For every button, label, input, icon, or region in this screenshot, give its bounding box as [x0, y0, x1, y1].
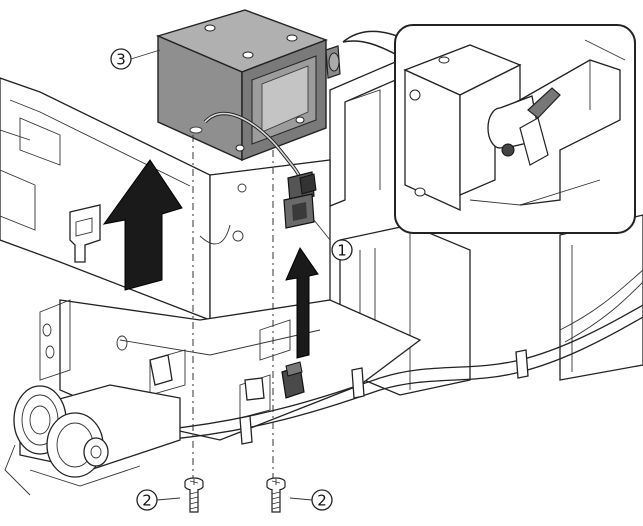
wire-harness — [159, 269, 643, 445]
alignment-lines — [192, 135, 274, 480]
screw-left — [184, 477, 204, 513]
large-up-arrow — [102, 159, 183, 291]
small-up-arrow — [285, 246, 319, 359]
callout-2-right-label: 2 — [317, 492, 327, 510]
callout-2-right: 2 — [289, 489, 333, 511]
detail-inset — [342, 24, 636, 234]
callout-1-label: 1 — [337, 242, 347, 260]
callout-2-left-label: 2 — [142, 492, 152, 510]
solenoid-unit — [155, 9, 341, 179]
mating-connector — [281, 361, 305, 399]
callout-1: 1 — [331, 239, 353, 261]
callout-3-label: 3 — [116, 51, 126, 69]
callout-3: 3 — [110, 48, 161, 70]
screw-right — [266, 477, 286, 513]
callout-2-left: 2 — [136, 489, 181, 511]
drive-motor — [4, 384, 181, 496]
connector-1 — [283, 171, 331, 241]
